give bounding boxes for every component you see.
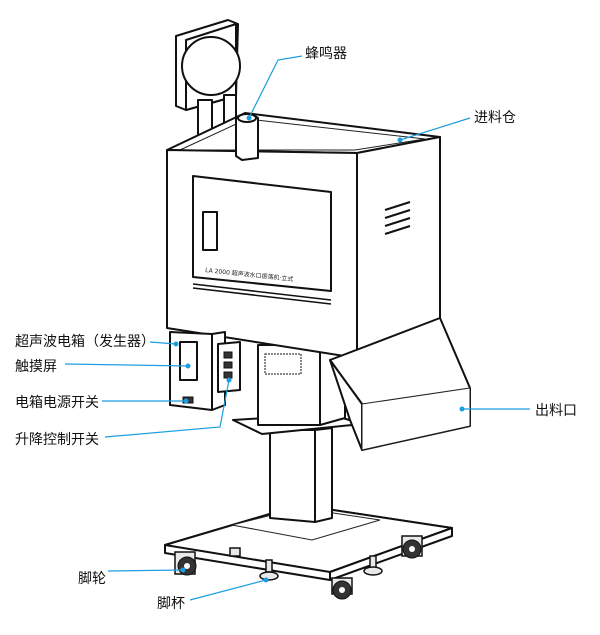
label-lift-switch: 升降控制开关 [15,432,99,448]
sieve-panel [175,19,241,156]
vent-slots [384,201,411,235]
foot-cup [229,547,383,581]
label-touch-screen: 触摸屏 [15,359,57,375]
caster-right [401,535,423,559]
leader-lines [64,55,530,601]
buzzer [235,113,259,161]
label-caster: 脚轮 [78,571,106,587]
label-foot-cup: 脚杯 [157,596,185,612]
label-hopper: 进料仓 [474,110,516,126]
lift-column [269,427,333,523]
label-generator-box: 超声波电箱（发生器） [15,334,155,350]
outlet-chute [329,317,471,451]
caster-front [331,577,353,600]
caster-front-left [174,551,197,576]
lift-control-box [217,341,241,393]
hopper-box: LA 2000 超声波水口振落机·立式 [166,112,441,359]
label-power-switch: 电箱电源开关 [15,395,99,411]
label-outlet: 出料口 [535,403,577,419]
label-buzzer: 蜂鸣器 [305,45,347,62]
